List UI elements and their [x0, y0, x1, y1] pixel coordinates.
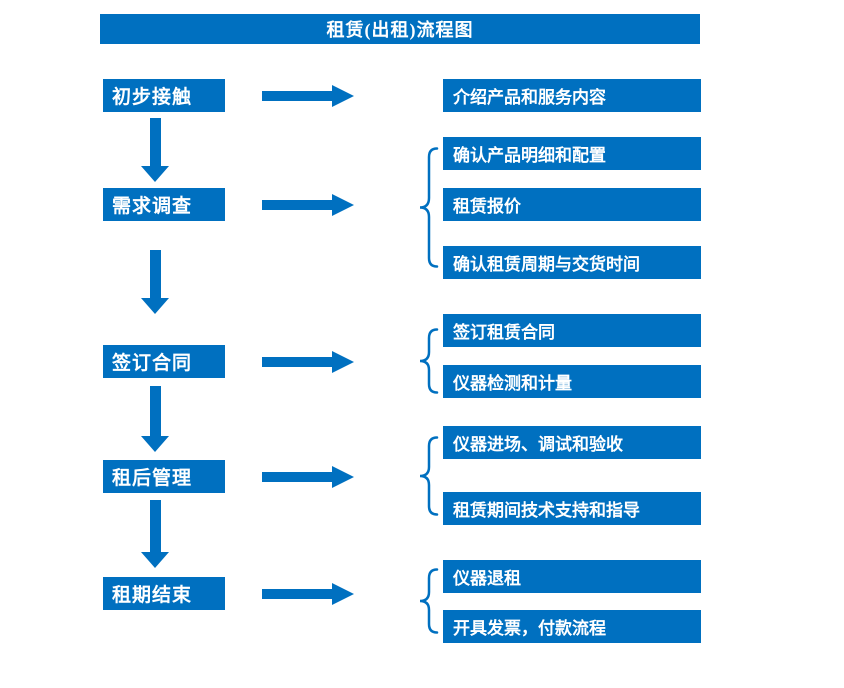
detail-confirm-product-config: 确认产品明细和配置 — [443, 137, 701, 170]
detail-invoice-payment: 开具发票，付款流程 — [443, 610, 701, 643]
group-bracket-icon — [419, 436, 439, 516]
detail-confirm-period-delivery: 确认租赁周期与交货时间 — [443, 246, 701, 279]
arrow-head — [141, 166, 169, 182]
right-arrow-icon — [262, 350, 354, 373]
right-arrow-icon — [262, 465, 354, 488]
arrow-head — [141, 552, 169, 568]
detail-label: 租赁期间技术支持和指导 — [453, 501, 640, 520]
detail-label: 租赁报价 — [453, 197, 521, 216]
arrow-shaft — [262, 356, 332, 367]
detail-instrument-return: 仪器退租 — [443, 560, 701, 593]
arrow-head — [141, 298, 169, 314]
step-rental-end: 租期结束 — [103, 577, 225, 610]
arrow-head — [332, 582, 354, 605]
arrow-head — [141, 436, 169, 452]
detail-instrument-inspection: 仪器检测和计量 — [443, 365, 701, 398]
step-label: 租后管理 — [112, 468, 193, 489]
arrow-shaft — [149, 118, 161, 166]
step-needs-survey: 需求调查 — [103, 188, 225, 221]
detail-rental-quote: 租赁报价 — [443, 188, 701, 221]
down-arrow-icon — [141, 386, 169, 452]
down-arrow-icon — [141, 118, 169, 182]
arrow-shaft — [149, 250, 161, 298]
step-sign-contract: 签订合同 — [103, 345, 225, 378]
detail-label: 介绍产品和服务内容 — [453, 88, 606, 107]
detail-label: 仪器进场、调试和验收 — [453, 435, 623, 454]
right-arrow-icon — [262, 193, 354, 216]
step-initial-contact: 初步接触 — [103, 79, 225, 112]
arrow-shaft — [262, 90, 332, 101]
step-label: 签订合同 — [112, 353, 193, 374]
right-arrow-icon — [262, 84, 354, 107]
arrow-shaft — [262, 588, 332, 599]
detail-sign-rental-contract: 签订租赁合同 — [443, 314, 701, 347]
detail-label: 仪器退租 — [453, 569, 521, 588]
step-post-rental-management: 租后管理 — [103, 460, 225, 493]
flowchart-title: 租赁(出租)流程图 — [326, 20, 474, 40]
arrow-head — [332, 84, 354, 107]
step-label: 初步接触 — [112, 87, 193, 108]
detail-instrument-setup-acceptance: 仪器进场、调试和验收 — [443, 426, 701, 459]
step-label: 租期结束 — [112, 585, 193, 606]
group-bracket-icon — [419, 147, 439, 268]
detail-label: 开具发票，付款流程 — [453, 619, 606, 638]
arrow-shaft — [262, 471, 332, 482]
detail-label: 签订租赁合同 — [453, 323, 555, 342]
detail-label: 确认产品明细和配置 — [453, 146, 606, 165]
arrow-shaft — [149, 500, 161, 552]
arrow-shaft — [262, 199, 332, 210]
detail-label: 仪器检测和计量 — [453, 374, 572, 393]
down-arrow-icon — [141, 500, 169, 568]
down-arrow-icon — [141, 250, 169, 314]
detail-label: 确认租赁周期与交货时间 — [453, 255, 640, 274]
arrow-shaft — [149, 386, 161, 436]
arrow-head — [332, 350, 354, 373]
detail-introduce-products-services: 介绍产品和服务内容 — [443, 79, 701, 112]
right-arrow-icon — [262, 582, 354, 605]
detail-technical-support: 租赁期间技术支持和指导 — [443, 492, 701, 525]
step-label: 需求调查 — [112, 196, 193, 217]
arrow-head — [332, 193, 354, 216]
arrow-head — [332, 465, 354, 488]
flowchart-title-bar: 租赁(出租)流程图 — [100, 14, 700, 44]
group-bracket-icon — [419, 568, 439, 634]
group-bracket-icon — [419, 328, 439, 394]
